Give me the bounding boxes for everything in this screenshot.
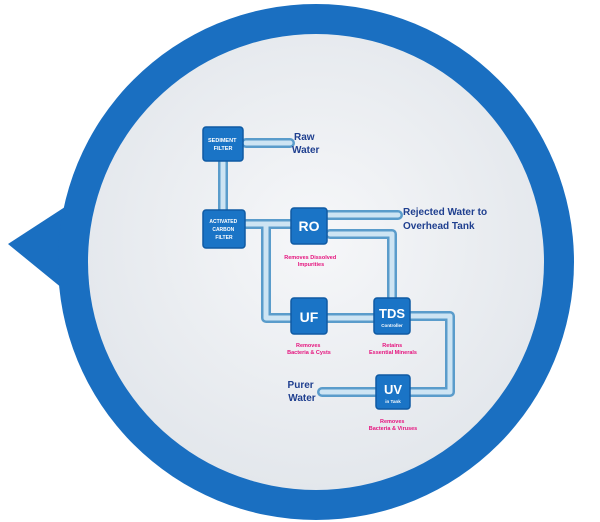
uv-node: UV in Tank bbox=[375, 374, 411, 410]
uv-label: UV bbox=[384, 382, 402, 397]
pipes bbox=[218, 138, 455, 397]
ro-caption: Removes Dissolved Impurities bbox=[284, 255, 338, 268]
uf-node: UF bbox=[290, 297, 328, 335]
sediment-label-line2: FILTER bbox=[214, 146, 233, 152]
bubble-inner bbox=[88, 34, 544, 490]
uv-caption: Removes Bacteria & Viruses bbox=[369, 419, 418, 432]
carbon-label-line1: ACTIVATED bbox=[209, 219, 237, 225]
carbon-label-line3: FILTER bbox=[215, 235, 233, 241]
ro-label: RO bbox=[299, 218, 320, 234]
tds-sublabel: Controller bbox=[381, 323, 403, 328]
raw-water-label: Raw Water bbox=[292, 132, 320, 156]
sediment-label-line1: SEDIMENT bbox=[208, 138, 237, 144]
svg-text:ACTIVATED CARBON F: ACTIVATED CARBON FILTER bbox=[209, 219, 238, 241]
rejected-water-label: Rejected Water to Overhead Tank bbox=[403, 207, 490, 232]
tds-node: TDS Controller bbox=[373, 297, 411, 335]
tds-caption: Retains Essential Minerals bbox=[369, 343, 417, 356]
carbon-label-line2: CARBON bbox=[212, 227, 234, 233]
ro-node: RO bbox=[290, 207, 328, 245]
uv-sublabel: in Tank bbox=[385, 399, 401, 404]
sediment-filter-node: SEDIMENT FILTER bbox=[202, 126, 244, 162]
tds-label: TDS bbox=[379, 306, 405, 321]
svg-text:SEDIMENT FILTER: SEDIMENT FILTER bbox=[208, 138, 238, 152]
uf-caption: Removes Bacteria & Cysts bbox=[287, 343, 331, 356]
purer-water-label: Purer Water bbox=[288, 380, 317, 404]
speech-bubble-frame bbox=[8, 4, 574, 520]
carbon-filter-node: ACTIVATED CARBON FILTER bbox=[202, 209, 246, 249]
uf-label: UF bbox=[300, 309, 319, 325]
